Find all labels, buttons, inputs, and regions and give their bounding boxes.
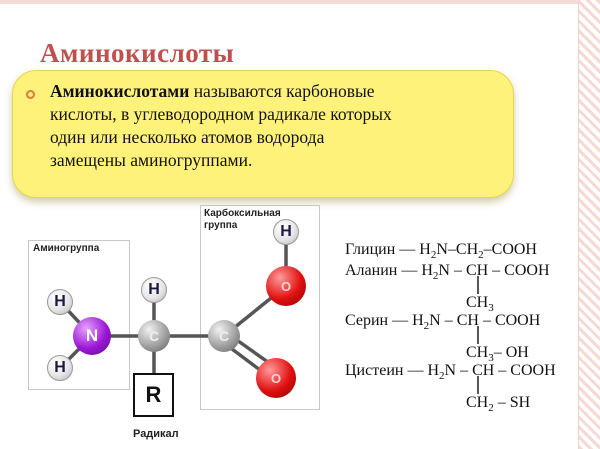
cysteine-name: Цистеин bbox=[345, 362, 404, 379]
alanine-h: H bbox=[421, 262, 433, 279]
glycine-ch-sub: 2 bbox=[478, 249, 484, 262]
serine-side-sub: 3 bbox=[488, 352, 494, 365]
glycine-cooh: –COOH bbox=[483, 241, 537, 258]
serine-h: H bbox=[412, 312, 424, 329]
serine-n: N bbox=[429, 312, 441, 329]
carboxyl-label-line1: Карбоксильная bbox=[204, 208, 281, 219]
cysteine-side-tail: – SH bbox=[493, 394, 531, 411]
glycine-dash: — bbox=[395, 241, 420, 258]
carbon-atom-carboxyl: C bbox=[208, 320, 240, 352]
glycine-name: Глицин bbox=[345, 241, 396, 258]
glycine-n: N bbox=[436, 241, 448, 258]
alanine-h-sub: 2 bbox=[432, 270, 439, 283]
cysteine-dash: — bbox=[403, 362, 428, 379]
alanine-dash: — bbox=[397, 262, 422, 279]
serine-side-chain: CH3– OH bbox=[466, 344, 529, 364]
serine-dash: — bbox=[388, 312, 413, 329]
bullet-icon bbox=[26, 90, 35, 99]
amino-group-label: Аминогруппа bbox=[33, 243, 100, 254]
definition-text: Аминокислотами называются карбоновые кис… bbox=[50, 80, 500, 172]
nitrogen-atom: N bbox=[73, 317, 111, 355]
serine-h-sub: 2 bbox=[423, 320, 430, 333]
cysteine-n: N bbox=[444, 362, 457, 379]
serine-name: Серин bbox=[345, 312, 389, 329]
formula-serine: Серин — H2N – CH – COOH bbox=[345, 312, 540, 332]
oxygen-atom-1: O bbox=[266, 266, 306, 306]
alanine-side-sub: 3 bbox=[488, 302, 494, 315]
serine-side-tail: – OH bbox=[493, 344, 529, 361]
serine-side: CH bbox=[466, 344, 489, 361]
formula-alanine: Аланин — H2N – CH – COOH bbox=[345, 262, 550, 282]
top-decor-line bbox=[0, 0, 600, 4]
hydrogen-atom-4: H bbox=[273, 219, 299, 245]
formula-cysteine: Цистеин — H2N – CH – COOH bbox=[345, 362, 556, 382]
carboxyl-label-line2: группа bbox=[204, 220, 238, 231]
radical-r-box: R bbox=[133, 373, 174, 417]
right-decor-stripe bbox=[578, 0, 600, 449]
hydrogen-atom-2: H bbox=[47, 355, 73, 381]
carbon-atom-alpha: C bbox=[138, 320, 170, 352]
alanine-ch-cooh: – CH – COOH bbox=[449, 262, 550, 279]
amino-group-box bbox=[28, 240, 130, 390]
radical-label: Радикал bbox=[133, 428, 179, 440]
cysteine-h: H bbox=[427, 362, 439, 379]
cysteine-ch-cooh: – CH – COOH bbox=[456, 362, 556, 379]
hydrogen-atom-3: H bbox=[141, 277, 167, 303]
alanine-name: Аланин bbox=[345, 262, 398, 279]
definition-line2: кислоты, в углеводородном радикале котор… bbox=[50, 104, 392, 124]
carboxyl-group-box bbox=[200, 205, 320, 410]
glycine-h-sub: 2 bbox=[430, 249, 437, 262]
hydrogen-atom-1: H bbox=[47, 289, 73, 315]
definition-line1: называются карбоновые bbox=[189, 81, 375, 101]
definition-lead: Аминокислотами bbox=[50, 81, 190, 101]
glycine-ch: –CH bbox=[447, 241, 479, 258]
cysteine-side-chain: CH2 – SH bbox=[466, 394, 530, 414]
cysteine-side-sub: 2 bbox=[488, 402, 494, 415]
cysteine-h-sub: 2 bbox=[439, 370, 445, 383]
oxygen-atom-2: O bbox=[256, 358, 296, 398]
formula-glycine: Глицин — H2N–CH2–COOH bbox=[345, 241, 537, 261]
glycine-h: H bbox=[419, 241, 431, 258]
definition-callout bbox=[12, 70, 514, 198]
definition-line3: один или несколько атомов водорода bbox=[50, 127, 325, 147]
slide-title: Аминокислоты bbox=[40, 38, 235, 68]
serine-ch-cooh: – CH – COOH bbox=[440, 312, 541, 329]
alanine-n: N bbox=[438, 262, 450, 279]
cysteine-side: CH bbox=[466, 394, 489, 411]
definition-line4: замещены аминогруппами. bbox=[50, 150, 253, 170]
alanine-side: CH bbox=[466, 294, 489, 311]
alanine-side-chain: CH3 bbox=[466, 294, 494, 314]
